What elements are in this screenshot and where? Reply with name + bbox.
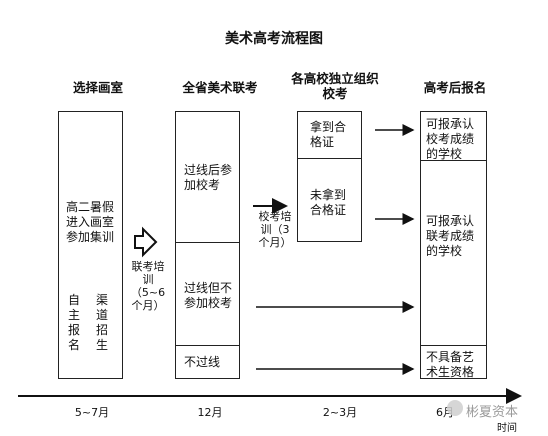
watermark-logo-icon <box>447 400 463 416</box>
fail-text: 不过线 <box>184 355 221 369</box>
header-choose-studio: 选择画室 <box>72 80 123 95</box>
joint-training-label: 联考培训（5~6个月） <box>130 260 166 312</box>
channel-enroll-text: 渠道招生 <box>96 293 109 352</box>
tick-1: 5~7月 <box>74 406 110 419</box>
studio-box <box>58 111 123 379</box>
opt2-text: 可报承认联考成绩的学校 <box>426 214 475 258</box>
header-school-exam: 各高校独立组织校考 <box>291 71 379 101</box>
school-exam-divider <box>297 158 362 159</box>
post-gaokao-divider-2 <box>420 345 487 346</box>
provincial-divider-1 <box>175 242 240 243</box>
opt3-text: 不具备艺术生资格 <box>426 350 475 379</box>
studio-text: 高二暑假进入画室参加集训 <box>66 200 115 244</box>
post-gaokao-divider-1 <box>420 160 487 161</box>
header-provincial-exam: 全省美术联考 <box>182 80 258 95</box>
provincial-divider-2 <box>175 345 240 346</box>
watermark: 彬夏资本 <box>466 405 519 420</box>
pass-not-apply-text: 过线但不参加校考 <box>184 281 233 310</box>
tick-3: 2~3月 <box>322 406 358 419</box>
pass-apply-text: 过线后参加校考 <box>184 163 233 192</box>
hollow-arrow-icon <box>134 226 158 258</box>
school-exam-box <box>297 111 362 242</box>
provincial-box <box>175 111 240 379</box>
got-cert-text: 拿到合格证 <box>310 120 347 149</box>
no-cert-text: 未拿到合格证 <box>310 188 347 217</box>
opt1-text: 可报承认校考成绩的学校 <box>426 117 475 161</box>
tick-2: 12月 <box>197 406 223 419</box>
school-training-label: 校考培训（3个月） <box>258 210 292 249</box>
page-title: 美术高考流程图 <box>225 31 323 47</box>
header-post-gaokao: 高考后报名 <box>423 80 487 95</box>
time-axis-label: 时间 <box>497 423 517 434</box>
self-enroll-text: 自主报名 <box>68 293 81 352</box>
post-gaokao-box <box>420 111 487 379</box>
